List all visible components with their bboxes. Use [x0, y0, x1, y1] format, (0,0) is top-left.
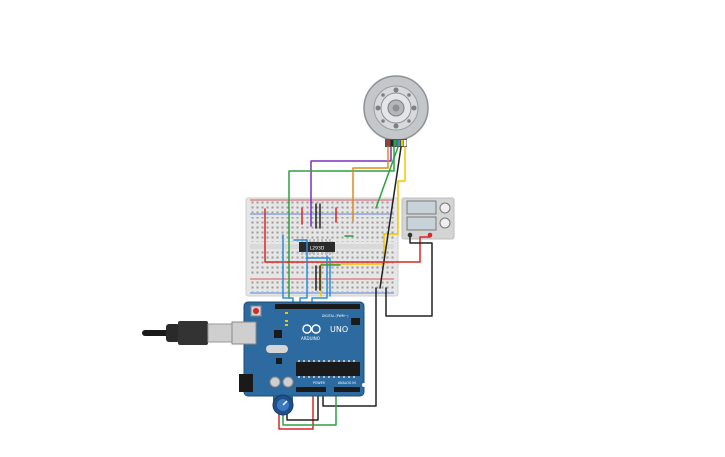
- wire-orange[interactable]: [352, 146, 389, 222]
- atmega-chip: [296, 362, 360, 376]
- current-knob[interactable]: [439, 217, 451, 229]
- usb-chip: [274, 330, 282, 338]
- wire-green-short[interactable]: [375, 146, 399, 209]
- crystal: [266, 345, 288, 353]
- power-supply[interactable]: [401, 197, 455, 240]
- voltage-display: [406, 200, 437, 215]
- analog-label: ANALOG IN: [338, 381, 356, 385]
- digital-label: DIGITAL (PWM~): [322, 314, 348, 318]
- wire-black-psu[interactable]: [385, 236, 433, 317]
- led-l: [285, 312, 288, 314]
- potentiometer[interactable]: [272, 394, 294, 416]
- power-header[interactable]: [296, 387, 326, 392]
- reset-button[interactable]: [253, 308, 259, 314]
- wire-black-gnd[interactable]: [322, 287, 377, 407]
- board-brand: ARDUINO: [301, 336, 320, 341]
- wire-purple[interactable]: [310, 146, 392, 227]
- wire-yellow[interactable]: [320, 146, 406, 297]
- ic-label: L293D: [310, 246, 325, 252]
- top-power-rail: [250, 201, 394, 213]
- wire-black-motor[interactable]: [379, 146, 402, 289]
- capacitor-2: [282, 376, 294, 388]
- board-model: UNO: [330, 325, 348, 334]
- power-jack[interactable]: [239, 374, 253, 392]
- voltage-knob[interactable]: [439, 202, 451, 214]
- current-display: [406, 216, 437, 231]
- led-rx: [285, 324, 288, 326]
- regulator: [276, 358, 282, 364]
- capacitor-1: [269, 376, 281, 388]
- power-label: POWER: [313, 381, 326, 385]
- dc-motor[interactable]: [363, 75, 429, 147]
- arduino-logo: [302, 324, 321, 334]
- led-tx: [285, 320, 288, 322]
- analog-header[interactable]: [334, 387, 360, 392]
- icsp-header: [351, 318, 360, 325]
- wire-blue-2[interactable]: [293, 239, 308, 307]
- pot-knob-indicator: [282, 400, 288, 406]
- arduino-uno[interactable]: UNO ARDUINO DIGITAL (PWM~) POWER ANALOG …: [231, 301, 366, 397]
- wire-red-psu[interactable]: [264, 208, 431, 263]
- bottom-power-rail: [250, 280, 394, 292]
- wire-red-pot[interactable]: [278, 392, 314, 430]
- wire-blue-4[interactable]: [305, 257, 331, 297]
- mounting-hole: [362, 383, 366, 387]
- digital-header[interactable]: [275, 304, 360, 309]
- positive-terminal[interactable]: [427, 232, 433, 238]
- negative-terminal[interactable]: [407, 232, 413, 238]
- usb-port[interactable]: [231, 321, 257, 345]
- terminal-strip-top: [250, 217, 394, 242]
